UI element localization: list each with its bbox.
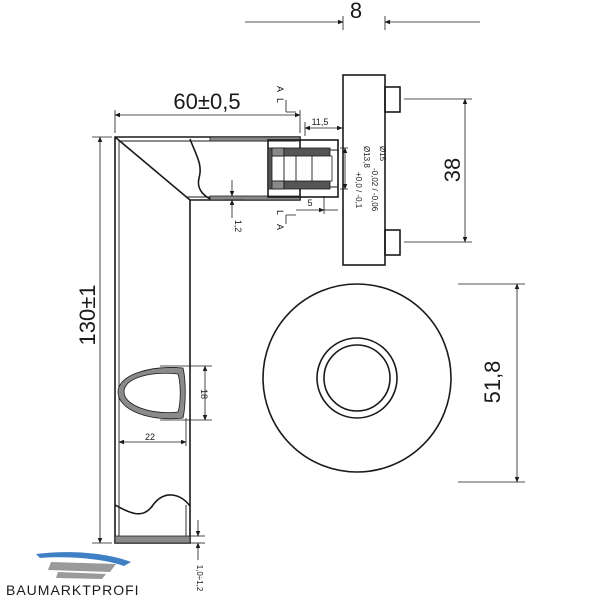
dim-end-cap <box>190 520 205 560</box>
dim-rosette-spacing <box>404 98 472 243</box>
logo-swoosh-icon <box>36 552 131 579</box>
label-grip-width: 22 <box>145 432 155 442</box>
dim-lever-height <box>92 136 112 544</box>
label-bore-outer-tolerance: -0,02 / -0,06 <box>370 168 379 212</box>
dim-bore-leader <box>340 147 348 190</box>
label-lever-length: 60±0,5 <box>173 89 240 114</box>
dim-insert-length <box>304 122 343 136</box>
section-markers <box>285 100 296 224</box>
spindle-insert <box>267 139 339 198</box>
label-end-cap: 1,0÷1,2 <box>195 565 204 592</box>
rosette-front <box>262 283 452 473</box>
dim-rosette-thickness <box>245 16 480 30</box>
label-rosette-spacing: 38 <box>440 158 465 182</box>
label-wall-thickness: 1,2 <box>233 220 243 233</box>
section-letter-top-l: L <box>275 98 285 103</box>
label-insert-length: 11,5 <box>312 117 329 127</box>
baumarktprofi-logo: BAUMARKTPROFI <box>6 550 166 598</box>
dim-grip-height <box>160 365 212 421</box>
dim-rosette-diameter <box>458 283 525 483</box>
dim-grip-width <box>118 418 187 446</box>
label-lever-height: 130±1 <box>75 284 100 345</box>
grip-cross-section <box>117 367 186 420</box>
section-letter-bottom-a: A <box>275 224 285 230</box>
lever-outline <box>114 136 301 544</box>
label-rosette-diameter: 51,8 <box>480 361 505 404</box>
label-bore-inner: Ø13,8 <box>362 146 371 168</box>
dim-wall-thickness <box>225 180 245 218</box>
dim-lever-length <box>114 110 301 133</box>
logo-text: BAUMARKTPROFI <box>6 582 140 598</box>
label-bore-outer: Ø15 <box>378 146 387 162</box>
label-bore-inner-tolerance: +0,0 / -0,1 <box>354 172 363 209</box>
label-insert-step: 5 <box>307 198 312 208</box>
section-letter-top-a: A <box>275 86 285 92</box>
label-grip-height: 18 <box>199 389 209 399</box>
dim-insert-step <box>296 196 338 214</box>
section-letter-bottom-l: L <box>275 210 285 215</box>
label-rosette-thickness: 8 <box>350 0 362 23</box>
